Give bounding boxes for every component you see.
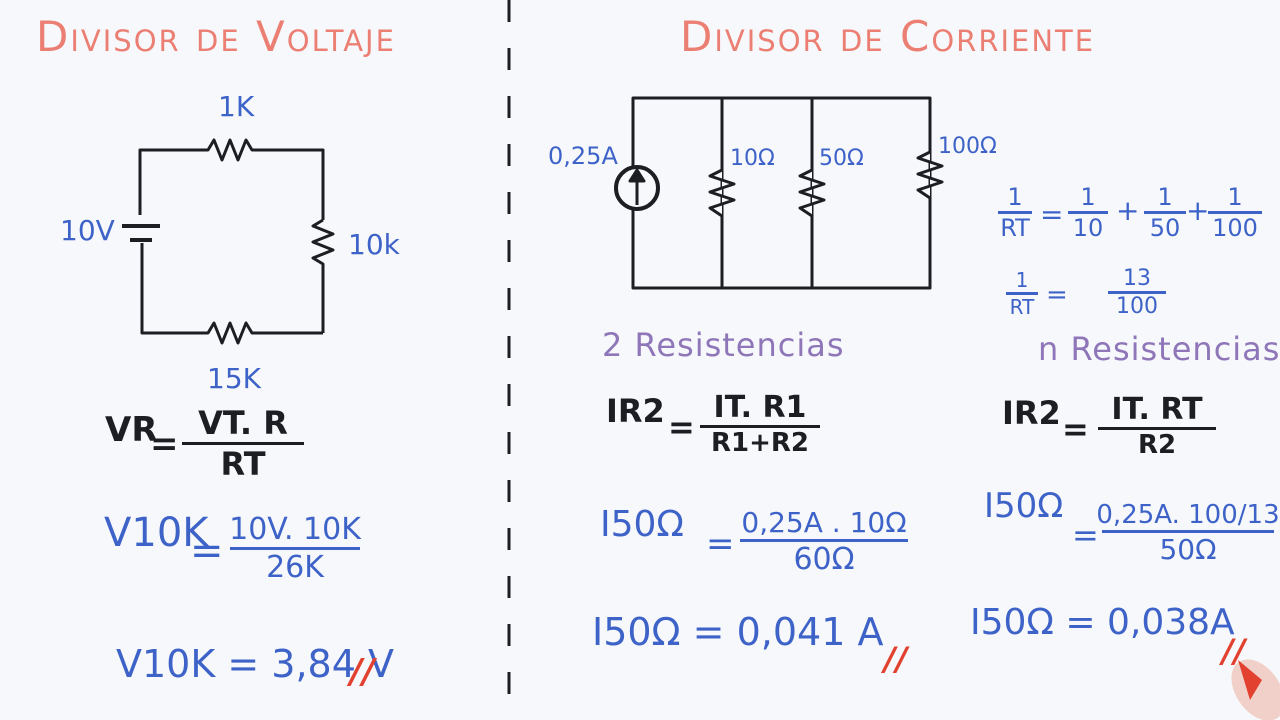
n-calc-lhs: I50Ω [984,486,1064,526]
current-divider-title: Divisor de Corriente [680,12,1096,61]
fraction-bar [1102,530,1274,533]
voltage-divider-circuit [122,138,335,345]
rt-eq1-term-a: 1 RT [998,183,1032,242]
n-formula-fraction: IT. RT R2 [1098,392,1216,460]
n-calc-numerator: 0,25A. 100/13 [1096,500,1280,530]
two-calc-lhs: I50Ω [600,504,684,545]
rt-eq1-c-num: 1 [1157,183,1173,211]
n-formula-eq: = [1062,410,1089,448]
fraction-bar [1006,292,1038,295]
two-formula-eq: = [668,408,695,446]
two-result: I50Ω = 0,041 A [592,610,884,654]
v10k-calc-lhs: V10K [104,510,209,556]
rt-eq1-a-den: RT [1000,214,1030,242]
fraction-bar [1144,211,1186,214]
n-formula-numerator: IT. RT [1111,392,1203,427]
vr-formula-lhs: VR [105,410,158,450]
two-formula-fraction: IT. R1 R1+R2 [700,390,820,458]
rt-eq1-term-b: 1 10 [1068,183,1108,242]
rt-eq1-b-num: 1 [1080,183,1096,211]
fraction-bar [1208,211,1262,214]
rt-eq1-eq: = [1040,198,1064,231]
resistor-10k-label: 10k [348,228,400,261]
two-formula-denominator: R1+R2 [710,428,809,458]
two-calc-eq: = [706,524,735,564]
two-calc-denominator: 60Ω [793,542,855,577]
rt-eq1-b-den: 10 [1072,214,1104,242]
rt-eq2-eq: = [1046,280,1068,310]
two-result-mark: // [884,640,908,678]
current-divider-circuit [614,96,944,290]
v10k-result: V10K = 3,84 V [116,642,394,686]
resistor-15k-label: 15K [207,362,261,395]
rt-eq1-term-c: 1 50 [1144,183,1186,242]
n-result: I50Ω = 0,038A [970,602,1235,643]
n-formula-denominator: R2 [1137,430,1177,460]
resistor-10-ohm-label: 10Ω [730,146,775,171]
voltage-divider-title: Divisor de Voltaje [36,12,396,61]
rt-eq1-d-den: 100 [1212,214,1258,242]
two-resistances-label: 2 Resistencias [602,326,845,364]
vr-formula-denominator: RT [220,445,266,483]
red-marker-tip [1231,659,1280,720]
fraction-bar [740,539,908,542]
rt-eq2-b-den: 100 [1116,294,1158,319]
rt-eq1-c-den: 50 [1149,214,1181,242]
source-10v-label: 10V [60,214,115,247]
v10k-calc-denominator: 26K [266,550,324,585]
v10k-result-mark: // [350,652,375,692]
fraction-bar [700,425,820,428]
vr-formula-eq: = [150,424,179,464]
vr-formula-fraction: VT. R RT [182,404,304,483]
rt-eq2-term-b: 13 100 [1108,266,1166,319]
resistor-1k-label: 1K [218,90,255,123]
v10k-calc-eq: = [190,528,224,574]
fraction-bar [998,211,1032,214]
rt-eq1-d-num: 1 [1227,183,1243,211]
vr-formula-numerator: VT. R [198,404,288,442]
fraction-bar [1098,427,1216,430]
rt-eq1-plus2: + [1186,194,1210,227]
n-formula-lhs: IR2 [1002,394,1061,432]
two-formula-lhs: IR2 [606,392,665,430]
n-calc-eq: = [1072,516,1099,554]
n-calc-denominator: 50Ω [1159,533,1217,566]
n-calc-fraction: 0,25A. 100/13 50Ω [1096,500,1279,566]
fraction-bar [230,547,360,550]
rt-eq2-a-num: 1 [1015,268,1029,292]
two-formula-numerator: IT. R1 [713,390,807,425]
fraction-bar [1068,211,1108,214]
v10k-calc-fraction: 10V. 10K 26K [229,512,361,585]
n-resistances-label: n Resistencias [1038,330,1280,368]
rt-eq1-term-d: 1 100 [1208,183,1262,242]
rt-eq1-plus1: + [1116,194,1140,227]
rt-eq1-a-num: 1 [1007,183,1023,211]
n-result-mark: // [1222,632,1246,670]
resistor-50-ohm-label: 50Ω [819,146,864,171]
v10k-calc-numerator: 10V. 10K [229,512,361,547]
two-calc-fraction: 0,25A . 10Ω 60Ω [740,506,908,577]
rt-eq2-term-a: 1 RT [1006,268,1038,319]
resistor-100-ohm-label: 100Ω [938,134,997,159]
rt-eq2-a-den: RT [1009,295,1035,319]
current-source-label: 0,25A [548,142,618,170]
fraction-bar [1108,291,1166,294]
fraction-bar [182,442,304,445]
two-calc-numerator: 0,25A . 10Ω [741,506,907,539]
rt-eq2-b-num: 13 [1123,266,1151,291]
